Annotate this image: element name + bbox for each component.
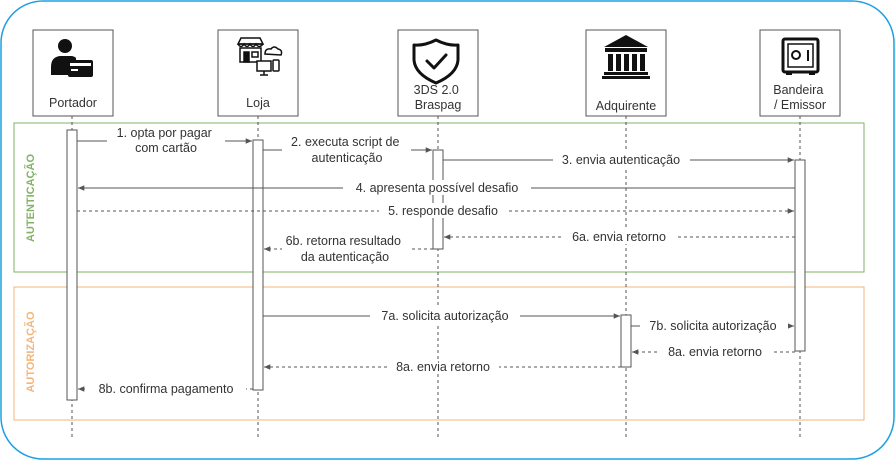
storefront-icon <box>236 37 283 76</box>
participant-3ds-label: 3DS 2.0 Braspag <box>414 83 463 112</box>
participant-adquirente-label: Adquirente <box>596 99 657 113</box>
group-autenticacao-box <box>13 122 865 273</box>
activation-loja <box>252 139 264 391</box>
msg1-label: 1. opta por pagar com cartão <box>117 126 216 155</box>
group-autorizacao-label: AUTORIZAÇÃO <box>24 311 37 393</box>
participant-loja-label: Loja <box>246 96 270 110</box>
msg4-label: 4. apresenta possível desafio <box>356 181 519 195</box>
activation-bandeira <box>794 159 806 352</box>
participant-3ds-box <box>397 29 479 117</box>
msg7b-label: 7b. solicita autorização <box>649 319 776 333</box>
msg8b-label: 8b. confirma pagamento <box>99 382 234 396</box>
msg5-label: 5. responde desafio <box>388 204 498 218</box>
msg8a-left-label: 8a. envia retorno <box>396 360 490 374</box>
group-autorizacao-box <box>13 286 865 421</box>
activation-3ds <box>432 149 444 250</box>
msg3-label: 3. envia autenticação <box>562 153 680 167</box>
activation-adquirente <box>620 314 632 368</box>
msg6b-label: 6b. retorna resultado da autenticação <box>286 234 405 264</box>
shield-check-icon <box>412 38 460 85</box>
msg8a-right-label: 8a. envia retorno <box>668 345 762 359</box>
participant-bandeira-label: Bandeira / Emissor <box>773 83 827 112</box>
group-autenticacao-label: AUTENTICAÇÃO <box>24 154 37 242</box>
participant-portador-label: Portador <box>49 96 97 110</box>
msg2-label: 2. executa script de autenticação <box>291 135 403 165</box>
user-card-icon <box>51 39 93 77</box>
msg7a-label: 7a. solicita autorização <box>381 309 508 323</box>
activation-portador <box>66 129 78 401</box>
msg6a-label: 6a. envia retorno <box>572 230 666 244</box>
bank-icon <box>602 35 650 79</box>
safe-icon <box>781 37 820 75</box>
